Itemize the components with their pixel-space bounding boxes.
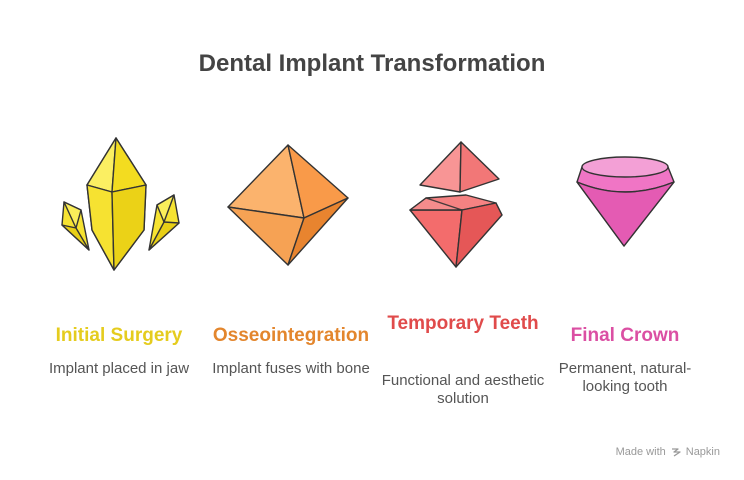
page-title: Dental Implant Transformation bbox=[198, 50, 546, 77]
napkin-brand: Napkin bbox=[685, 446, 720, 458]
stage-title: Osseointegration bbox=[212, 325, 370, 346]
stage-description: Functional and aesthetic solution bbox=[381, 372, 545, 407]
stage-title: Temporary Teeth bbox=[387, 313, 539, 334]
made-with-label: Made with bbox=[615, 446, 666, 458]
stage-description: Implant fuses with bone bbox=[212, 360, 370, 377]
stage-temporary-teeth: Temporary Teeth Functional and aesthetic… bbox=[378, 130, 548, 420]
stage-osseointegration: Osseointegration Implant fuses with bone bbox=[206, 130, 376, 420]
stage-title: Final Crown bbox=[570, 325, 680, 346]
pink-diamond-icon bbox=[576, 156, 675, 247]
orange-octahedron-icon bbox=[227, 144, 349, 266]
stage-initial-surgery: Initial Surgery Implant placed in jaw bbox=[34, 130, 204, 420]
stage-description: Permanent, natural-looking tooth bbox=[558, 360, 692, 395]
stage-description: Implant placed in jaw bbox=[48, 360, 190, 377]
yellow-crystal-cluster-icon bbox=[61, 137, 180, 271]
stage-title: Initial Surgery bbox=[55, 325, 183, 346]
napkin-logo-icon bbox=[671, 448, 681, 457]
stage-final-crown: Final Crown Permanent, natural-looking t… bbox=[540, 130, 710, 420]
red-split-gem-icon bbox=[409, 141, 503, 268]
footer-attribution: Made with Napkin bbox=[616, 446, 720, 458]
